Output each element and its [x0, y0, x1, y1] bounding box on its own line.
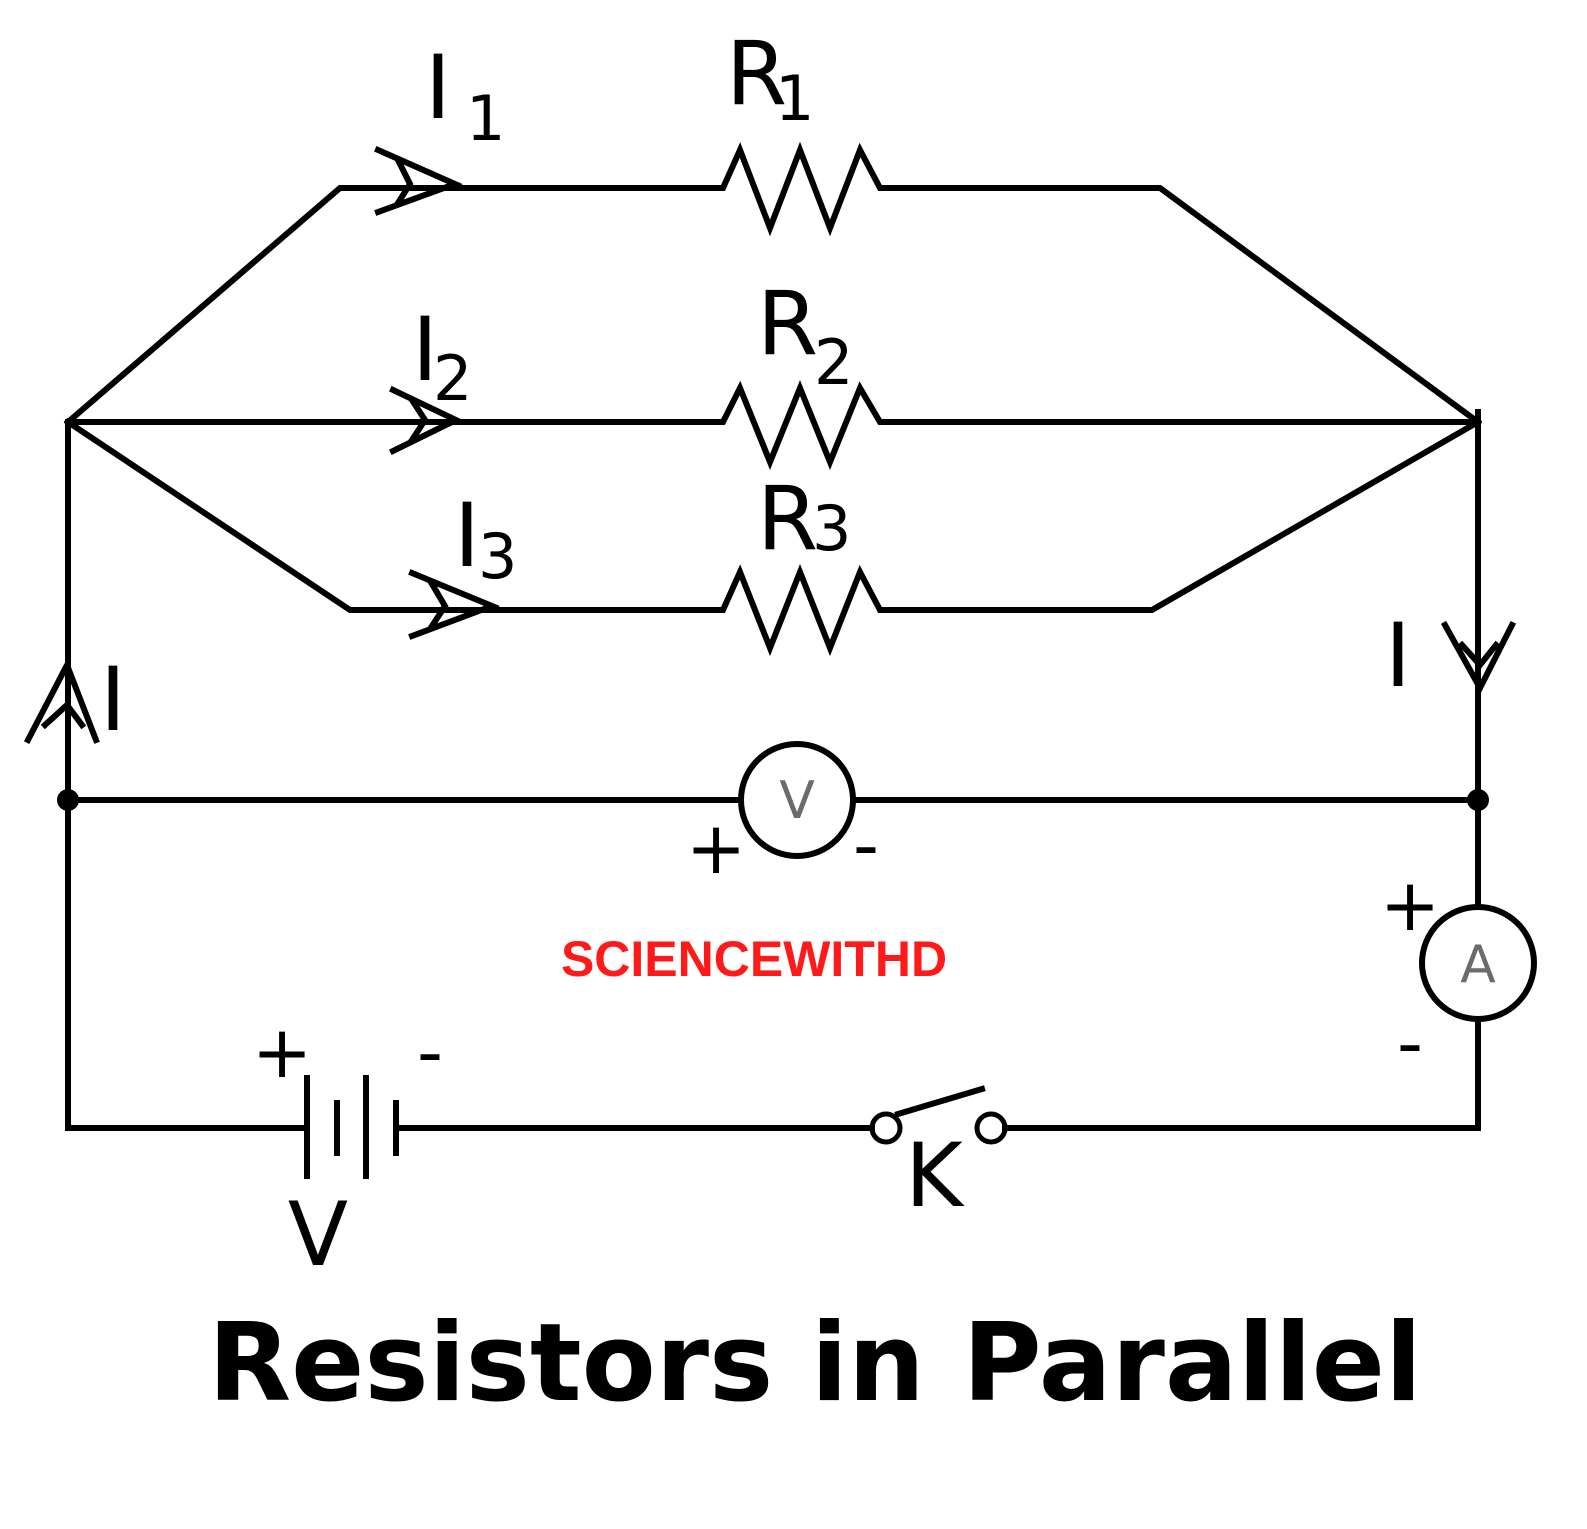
- resistor-r3-label: R: [757, 467, 818, 570]
- current-i1-label: I: [425, 36, 451, 139]
- arrow-right-down-icon: [1440, 620, 1517, 695]
- battery-icon: [304, 1075, 399, 1179]
- resistor-r3-subscript: 3: [812, 492, 851, 565]
- voltmeter: [738, 741, 856, 859]
- junction-dot-right: [1467, 789, 1489, 811]
- current-i1-subscript: 1: [466, 82, 505, 155]
- arrow-i1-icon: [374, 146, 464, 216]
- branch-3-wire: [63, 417, 1483, 657]
- current-i2-subscript: 2: [433, 342, 472, 415]
- branch-2-wire: [65, 380, 1481, 470]
- arrow-i3-icon: [408, 569, 501, 640]
- current-i3-label: I: [454, 484, 480, 587]
- ammeter: [1419, 904, 1537, 1022]
- current-i2-label: I: [412, 298, 438, 401]
- current-i3-subscript: 3: [478, 520, 517, 593]
- arrow-i2-icon: [388, 386, 463, 456]
- resistor-r1-label: R: [726, 22, 787, 125]
- watermark-text: SCIENCEWITHD: [561, 931, 947, 987]
- total-current-right-label: I: [1385, 604, 1411, 707]
- arrow-left-up-icon: [23, 657, 100, 745]
- battery-plus: +: [252, 1010, 312, 1094]
- ammeter-plus: +: [1380, 863, 1440, 947]
- resistor-r2-label: R: [757, 272, 818, 375]
- voltmeter-symbol: V: [779, 771, 815, 831]
- junction-dot-left: [57, 789, 79, 811]
- key-label: K: [905, 1124, 965, 1227]
- battery-minus: -: [417, 1010, 443, 1094]
- ammeter-minus: -: [1397, 1001, 1423, 1085]
- resistor-r2-subscript: 2: [814, 326, 853, 399]
- voltmeter-minus: -: [853, 803, 879, 887]
- total-current-left-label: I: [100, 648, 126, 751]
- resistor-r1-subscript: 1: [775, 62, 814, 135]
- page-title: Resistors in Parallel: [208, 1301, 1422, 1426]
- ammeter-symbol: A: [1460, 935, 1496, 995]
- branch-1-wire: [63, 141, 1483, 427]
- voltmeter-plus: +: [686, 806, 746, 890]
- battery-label: V: [288, 1183, 348, 1286]
